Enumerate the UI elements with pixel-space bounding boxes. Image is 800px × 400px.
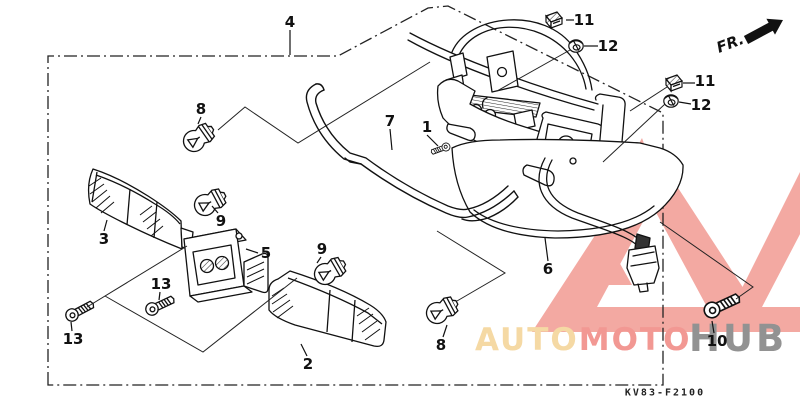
lens-hatching bbox=[271, 287, 381, 341]
panel-slot bbox=[446, 123, 476, 142]
connector-detail bbox=[630, 251, 657, 293]
harness-wire bbox=[546, 159, 647, 249]
label-leader-lines bbox=[70, 19, 715, 357]
watermark-text: AUTOMOTO HUB bbox=[475, 317, 787, 360]
bulb-8-left bbox=[178, 118, 220, 157]
bolt-13-right bbox=[143, 292, 178, 318]
bracket-center bbox=[183, 228, 269, 303]
socket-wire bbox=[481, 97, 488, 109]
fr-arrow-icon bbox=[743, 18, 783, 44]
lens-left bbox=[87, 168, 194, 251]
fr-label: FR. bbox=[714, 30, 746, 57]
bracket-hatching bbox=[246, 261, 265, 285]
bulb-8-right bbox=[422, 292, 463, 328]
unit-tab bbox=[449, 52, 468, 80]
fr-direction-indicator: FR. bbox=[714, 18, 783, 57]
watermark-text-hub: HUB bbox=[689, 317, 787, 360]
watermark-text-moto: MOTO bbox=[579, 322, 692, 358]
watermark-text-auto: AUTO bbox=[475, 322, 579, 358]
unit-arch-wire bbox=[458, 26, 587, 90]
lens-right bbox=[268, 270, 387, 348]
clip-nut-11-b bbox=[665, 74, 683, 92]
svg-text:AUTOMOTO: AUTOMOTO bbox=[475, 322, 691, 358]
unit-arch-wire bbox=[451, 19, 593, 91]
screw-1 bbox=[429, 141, 452, 157]
grommet-hole bbox=[496, 66, 508, 78]
frame-border bbox=[47, 5, 664, 386]
taillight-unit-drawing bbox=[407, 19, 684, 293]
assembly-alignment-lines bbox=[86, 49, 754, 353]
lower-cover-panel bbox=[451, 138, 684, 239]
bulb-9-left bbox=[190, 184, 231, 220]
lower-cover-edge bbox=[473, 205, 655, 232]
lens-hatching bbox=[88, 177, 164, 237]
diagram-code: KV83-F2100 bbox=[624, 387, 706, 399]
grommet-12-b bbox=[663, 94, 679, 108]
grommet-12-a bbox=[568, 39, 584, 53]
harness-wire bbox=[538, 157, 642, 251]
cover-screw-hole bbox=[569, 157, 577, 165]
clip-nut-11-a bbox=[545, 11, 563, 29]
watermark-logo: AUTOMOTO HUB bbox=[475, 138, 800, 360]
bolt-13-left bbox=[62, 297, 97, 325]
garnish-strip bbox=[305, 83, 519, 222]
